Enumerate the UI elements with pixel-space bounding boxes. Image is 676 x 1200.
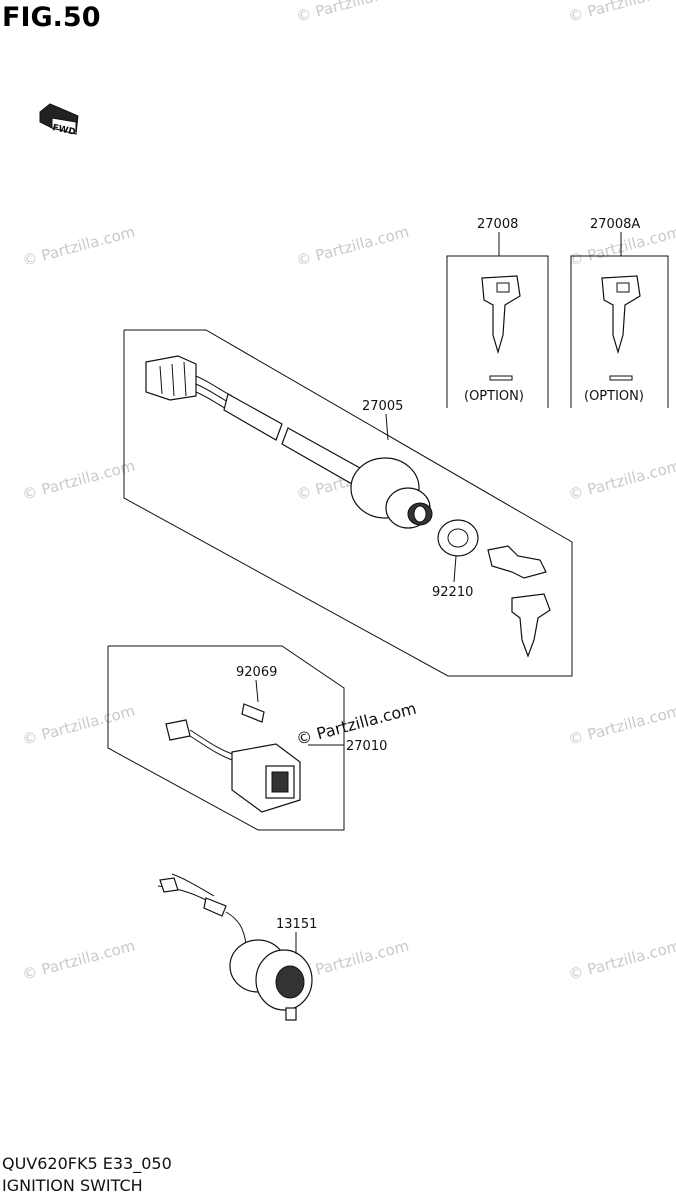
watermark: © Partzilla.com <box>20 457 136 504</box>
part-number-27005: 27005 <box>362 399 403 414</box>
bulb <box>241 703 265 723</box>
connector <box>159 877 179 893</box>
watermark: © Partzilla.com <box>566 0 676 26</box>
assembly-27010: 92069 27010 <box>107 645 387 831</box>
figure-title: FIG.50 <box>2 2 101 33</box>
key-icon <box>511 593 551 658</box>
part-number-27010: 27010 <box>346 739 387 754</box>
watermarks: © Partzilla.com © Partzilla.com © Partzi… <box>20 0 676 984</box>
fwd-label: FWD <box>51 123 76 138</box>
watermark: © Partzilla.com <box>566 702 676 749</box>
watermark: © Partzilla.com <box>20 937 136 984</box>
socket-13151: 13151 <box>157 873 317 1021</box>
connector <box>165 719 191 741</box>
watermark: © Partzilla.com <box>20 223 136 270</box>
key-icon <box>481 275 521 355</box>
watermark: © Partzilla.com <box>294 0 410 26</box>
figure-code: QUV620FK5 E33_050 <box>2 1154 172 1173</box>
watermark: © Partzilla.com <box>20 702 136 749</box>
option-label-27008A: (OPTION) <box>584 389 644 404</box>
part-number-27008A: 27008A <box>590 217 640 232</box>
part-number-13151: 13151 <box>276 917 317 932</box>
key-icon <box>601 275 641 355</box>
option-key-27008: 27008 (OPTION) <box>446 217 549 408</box>
fwd-arrow-icon: FWD <box>39 103 79 138</box>
option-label-27008: (OPTION) <box>464 389 524 404</box>
option-key-27008A: 27008A (OPTION) <box>570 217 669 408</box>
part-number-92210: 92210 <box>432 585 473 600</box>
connector <box>145 355 197 401</box>
assembly-27005: 27005 92210 <box>123 329 573 677</box>
part-number-92069: 92069 <box>236 665 277 680</box>
watermark: © Partzilla.com <box>294 223 410 270</box>
watermark: © Partzilla.com <box>566 457 676 504</box>
key-icon <box>487 545 547 579</box>
wire-harness <box>223 393 283 441</box>
figure-name: IGNITION SWITCH <box>2 1176 143 1195</box>
part-number-27008: 27008 <box>477 217 518 232</box>
watermark: © Partzilla.com <box>566 937 676 984</box>
